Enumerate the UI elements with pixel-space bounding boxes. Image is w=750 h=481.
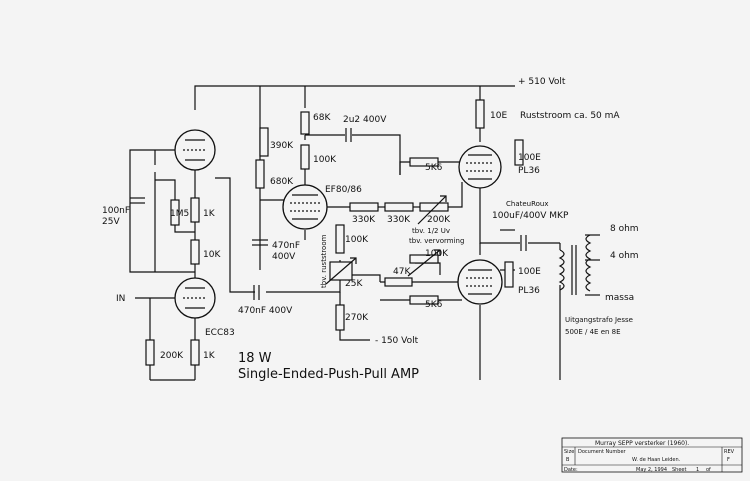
docnum-value: W. de Haan Leiden. bbox=[632, 457, 681, 463]
size-value: B bbox=[566, 457, 570, 463]
label-100e-a: 100E bbox=[518, 153, 541, 163]
label-100nf: 100nF bbox=[102, 206, 130, 216]
label-100k-a: 100K bbox=[313, 155, 337, 165]
in-label: IN bbox=[116, 294, 125, 304]
label-100k-b: 100K bbox=[345, 235, 369, 245]
label-47k: 47K bbox=[393, 267, 411, 277]
resistors bbox=[145, 99, 524, 366]
trafo-label-1: Uitgangstrafo Jesse bbox=[565, 316, 633, 324]
label-470nf-h: 470nF 400V bbox=[238, 306, 293, 316]
note-uv-2: tbv. vervorming bbox=[409, 237, 464, 245]
rev-label: REV bbox=[724, 449, 735, 455]
tube-pl36-upper bbox=[458, 145, 502, 189]
tube-pl36-lower bbox=[457, 259, 503, 305]
tube-ecc83-label: ECC83 bbox=[205, 328, 235, 338]
label-200k-pot: 200K bbox=[427, 215, 451, 225]
tap-4-label: 4 ohm bbox=[610, 251, 639, 261]
label-5k6-a: 5K6 bbox=[425, 163, 443, 173]
tap-8-label: 8 ohm bbox=[610, 224, 639, 234]
tube-ef80-label: EF80/86 bbox=[325, 185, 362, 195]
cap-out-label: 100uF/400V MKP bbox=[492, 211, 569, 221]
of-label: of bbox=[706, 467, 711, 473]
capacitors bbox=[130, 128, 527, 300]
label-390k: 390K bbox=[270, 141, 294, 151]
label-100k-pot: 100K bbox=[425, 249, 449, 259]
pot-arrows bbox=[325, 195, 447, 285]
date-value: May 2, 1994 bbox=[636, 467, 667, 473]
title-power: 18 W bbox=[238, 351, 272, 366]
tube-pl36-a-label: PL36 bbox=[518, 166, 540, 176]
label-330k-b: 330K bbox=[387, 215, 411, 225]
title-amp: Single-Ended-Push-Pull AMP bbox=[238, 367, 419, 382]
schematic-labels: + 510 Volt - 150 Volt Ruststroom ca. 50 … bbox=[102, 77, 639, 382]
label-200k: 200K bbox=[160, 351, 184, 361]
supply-neg-label: - 150 Volt bbox=[375, 336, 419, 346]
tube-ef80 bbox=[282, 184, 328, 230]
label-680k: 680K bbox=[270, 177, 294, 187]
label-2u2: 2u2 400V bbox=[343, 115, 387, 125]
note-uv-1: tbv. 1/2 Uv bbox=[412, 227, 450, 235]
supply-pos-label: + 510 Volt bbox=[518, 77, 566, 87]
label-470nf-v: 470nF bbox=[272, 241, 300, 251]
size-label: Size bbox=[564, 449, 574, 455]
label-25k: 25K bbox=[345, 279, 363, 289]
note-tbv-ruststroom: tbv. ruststroom bbox=[320, 234, 328, 288]
label-1k-b: 1K bbox=[203, 351, 216, 361]
label-10k: 10K bbox=[203, 250, 221, 260]
tube-ecc83-lower bbox=[174, 277, 216, 319]
label-470nf-v-volt: 400V bbox=[272, 252, 296, 262]
label-270k: 270K bbox=[345, 313, 369, 323]
label-100e-b: 100E bbox=[518, 267, 541, 277]
label-1k-a: 1K bbox=[203, 209, 216, 219]
date-label: Date: bbox=[564, 467, 578, 473]
rev-value: F bbox=[727, 457, 730, 463]
bias-note: Ruststroom ca. 50 mA bbox=[520, 111, 620, 121]
label-10e: 10E bbox=[490, 111, 507, 121]
trafo-label-2: 500E / 4E en 8E bbox=[565, 328, 621, 336]
output-transformer bbox=[558, 234, 592, 295]
label-25v: 25V bbox=[102, 217, 120, 227]
title-block-title: Murray SEPP versterker (1960). bbox=[595, 440, 689, 447]
tube-pl36-b-label: PL36 bbox=[518, 286, 540, 296]
title-block: Murray SEPP versterker (1960). Size B Do… bbox=[561, 437, 743, 473]
sheet-value: 1 bbox=[696, 467, 699, 473]
label-330k-a: 330K bbox=[352, 215, 376, 225]
label-5k6-b: 5K6 bbox=[425, 300, 443, 310]
tap-0-label: massa bbox=[605, 293, 634, 303]
docnum-label: Document Number bbox=[578, 449, 627, 455]
sheet-label: Sheet bbox=[672, 467, 686, 473]
tubes bbox=[174, 129, 503, 319]
tube-ecc83-upper bbox=[174, 129, 216, 171]
cap-brand-label: ChateuRoux bbox=[506, 200, 549, 208]
label-68k: 68K bbox=[313, 113, 331, 123]
label-1m5: 1M5 bbox=[170, 209, 189, 219]
